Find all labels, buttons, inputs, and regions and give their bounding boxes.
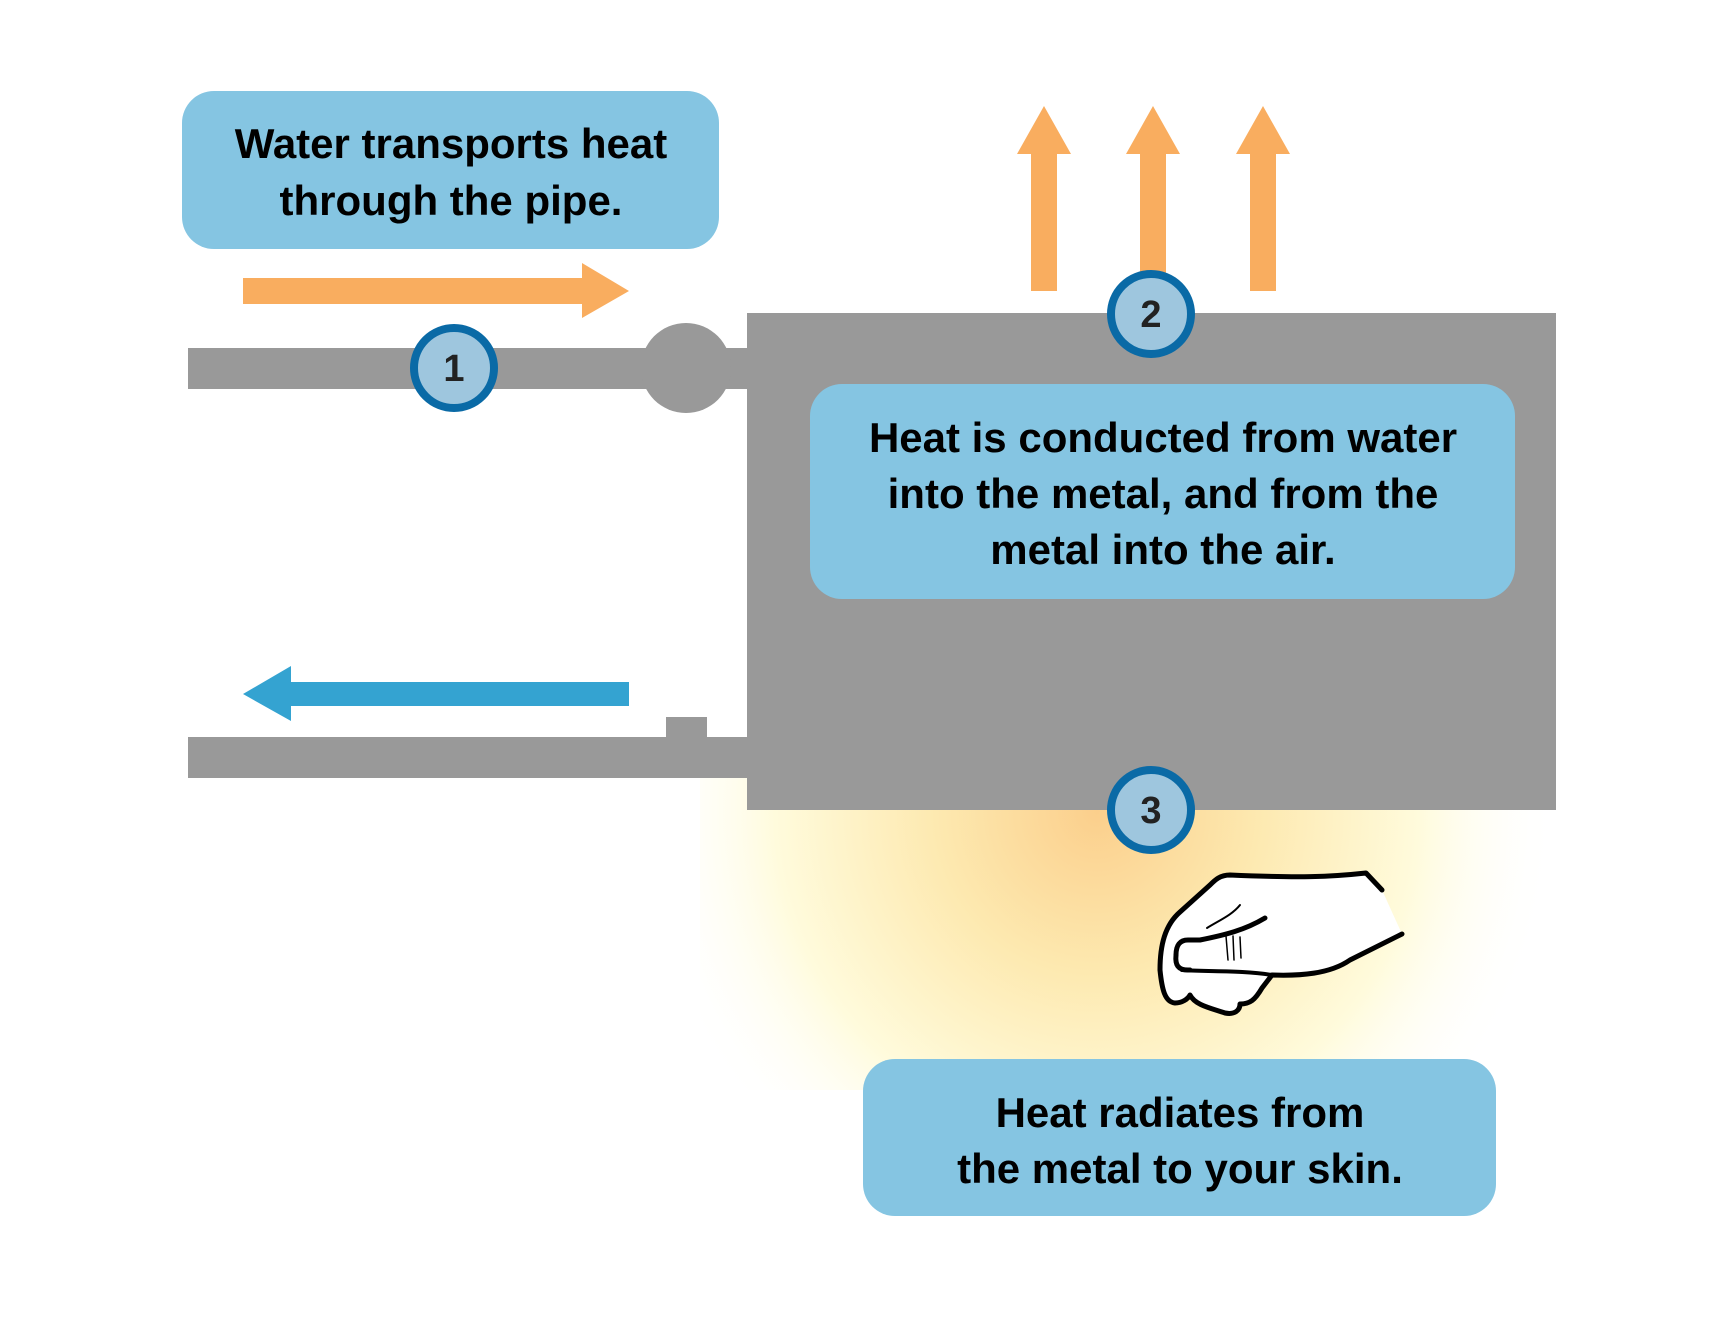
cold-water-arrow — [243, 666, 629, 721]
callout-transport: Water transports heat through the pipe. — [182, 91, 719, 249]
hot-water-arrow — [243, 263, 629, 318]
svg-text:3: 3 — [1140, 790, 1161, 832]
callout-line: through the pipe. — [280, 177, 623, 224]
valve — [641, 323, 731, 413]
heat-up-arrow — [1017, 106, 1071, 291]
callout-line: Heat radiates from — [996, 1089, 1365, 1136]
heat-up-arrow — [1126, 106, 1180, 291]
callout-line: into the metal, and from the — [888, 470, 1439, 517]
svg-text:2: 2 — [1140, 294, 1161, 336]
convection-arrows — [1017, 106, 1290, 291]
callout-line: Heat is conducted from water — [869, 414, 1457, 461]
svg-text:1: 1 — [443, 348, 464, 390]
heat-up-arrow — [1236, 106, 1290, 291]
bleed-stub — [666, 717, 707, 739]
callout-radiate: Heat radiates from the metal to your skin… — [863, 1059, 1496, 1216]
callout-line: metal into the air. — [990, 526, 1335, 573]
badge-3: 3 — [1107, 766, 1195, 854]
badge-2: 2 — [1107, 270, 1195, 358]
callout-line: the metal to your skin. — [957, 1145, 1403, 1192]
hand-icon — [1157, 870, 1405, 1016]
badge-1: 1 — [410, 324, 498, 412]
callout-line: Water transports heat — [235, 120, 668, 167]
callout-conduct: Heat is conducted from water into the met… — [810, 384, 1515, 599]
outlet-pipe — [188, 737, 750, 778]
